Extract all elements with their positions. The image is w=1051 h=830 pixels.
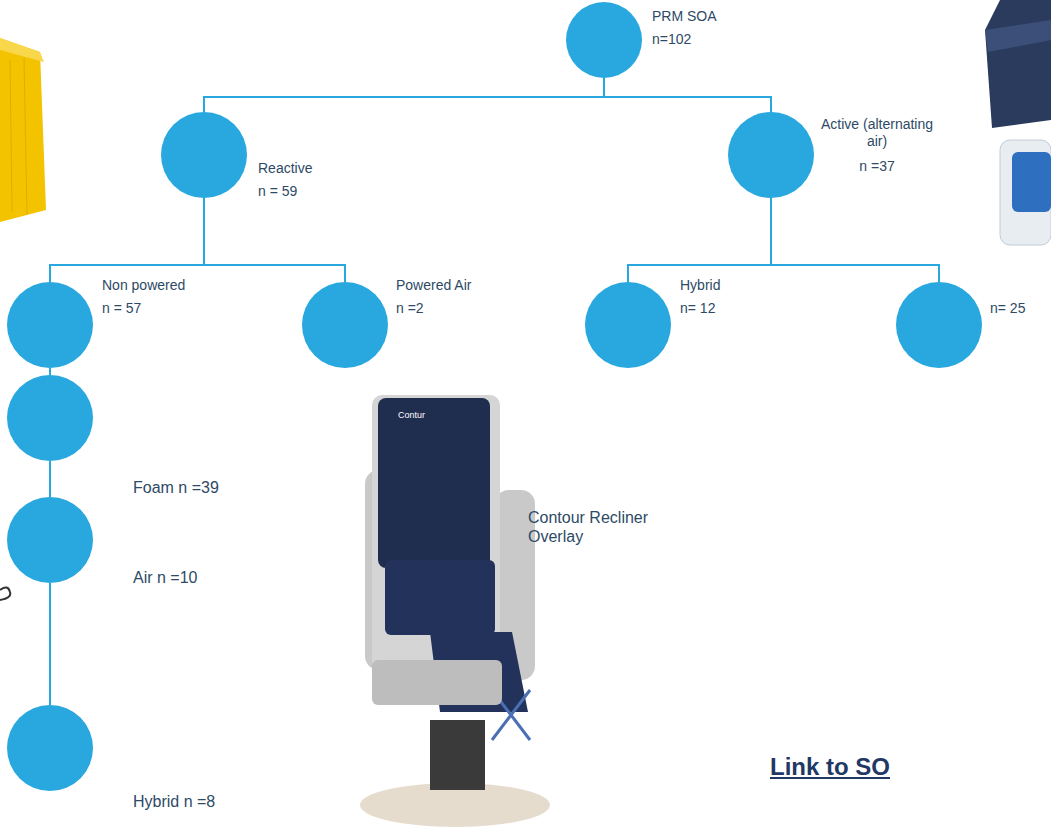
circle-shape bbox=[585, 282, 671, 368]
circle-fill bbox=[7, 375, 93, 461]
circle-shape bbox=[896, 282, 982, 368]
category-circle: Non poweredn = 57 bbox=[7, 282, 93, 368]
circle-fill bbox=[7, 497, 93, 583]
node-count: n = 59 bbox=[258, 183, 297, 200]
node-label: Powered Air bbox=[396, 277, 471, 294]
circle-fill bbox=[896, 282, 982, 368]
tree-connector bbox=[49, 583, 51, 705]
tree-connector bbox=[50, 198, 204, 282]
logo-text: Contur bbox=[398, 410, 425, 421]
circle-shape bbox=[566, 2, 642, 78]
node-count: n=102 bbox=[652, 31, 691, 48]
tree-connector bbox=[604, 78, 771, 112]
tree-connector bbox=[204, 198, 345, 282]
circle-shape bbox=[728, 112, 814, 198]
node-label: PRM SOA bbox=[652, 8, 717, 25]
category-circle: Foam n =39 bbox=[7, 375, 93, 461]
circle-fill bbox=[161, 112, 247, 198]
node-count: n = 57 bbox=[102, 300, 141, 317]
node-count: n =37 bbox=[818, 158, 936, 175]
category-circle: PRM SOAn=102 bbox=[566, 2, 642, 78]
node-label: Hybrid n =8 bbox=[133, 792, 215, 811]
tree-connector bbox=[49, 461, 51, 497]
circle-shape bbox=[302, 282, 388, 368]
circle-fill bbox=[728, 112, 814, 198]
circle-shape bbox=[7, 497, 93, 583]
tree-connector bbox=[204, 78, 604, 112]
circle-fill bbox=[585, 282, 671, 368]
recliner-chair-image bbox=[360, 395, 550, 827]
tree-connector bbox=[49, 368, 51, 375]
category-circle: Powered Airn =2 bbox=[302, 282, 388, 368]
node-label: Active (alternating air) bbox=[818, 116, 936, 150]
circle-fill bbox=[7, 282, 93, 368]
node-label: Air n =10 bbox=[133, 568, 197, 587]
category-circle: Active (alternating air)n =37 bbox=[728, 112, 814, 198]
node-label: Reactive bbox=[258, 160, 312, 177]
category-circle: n= 25 bbox=[896, 282, 982, 368]
circle-fill bbox=[302, 282, 388, 368]
cable-image bbox=[0, 587, 10, 600]
category-circle: Reactiven = 59 bbox=[161, 112, 247, 198]
circle-shape bbox=[7, 705, 93, 791]
link-text: Link to SO bbox=[770, 752, 890, 781]
node-label: Non powered bbox=[102, 277, 185, 294]
tree-connector bbox=[628, 198, 771, 282]
category-circle: Air n =10 bbox=[7, 497, 93, 583]
circle-shape bbox=[161, 112, 247, 198]
node-label: Hybrid bbox=[680, 277, 720, 294]
node-count: n =2 bbox=[396, 300, 424, 317]
air-mattress-image bbox=[985, 0, 1051, 245]
circle-shape bbox=[7, 282, 93, 368]
node-count: n= 12 bbox=[680, 300, 715, 317]
category-circle: Hybridn= 12 bbox=[585, 282, 671, 368]
foam-mattress-image bbox=[0, 38, 46, 222]
circle-fill bbox=[7, 705, 93, 791]
node-label: n= 25 bbox=[990, 300, 1025, 317]
node-label: Foam n =39 bbox=[133, 478, 219, 497]
category-circle: Hybrid n =8 bbox=[7, 705, 93, 791]
circle-shape bbox=[7, 375, 93, 461]
circle-fill bbox=[566, 2, 642, 78]
product-caption: Contour Recliner Overlay bbox=[528, 508, 658, 546]
tree-connector bbox=[771, 198, 939, 282]
